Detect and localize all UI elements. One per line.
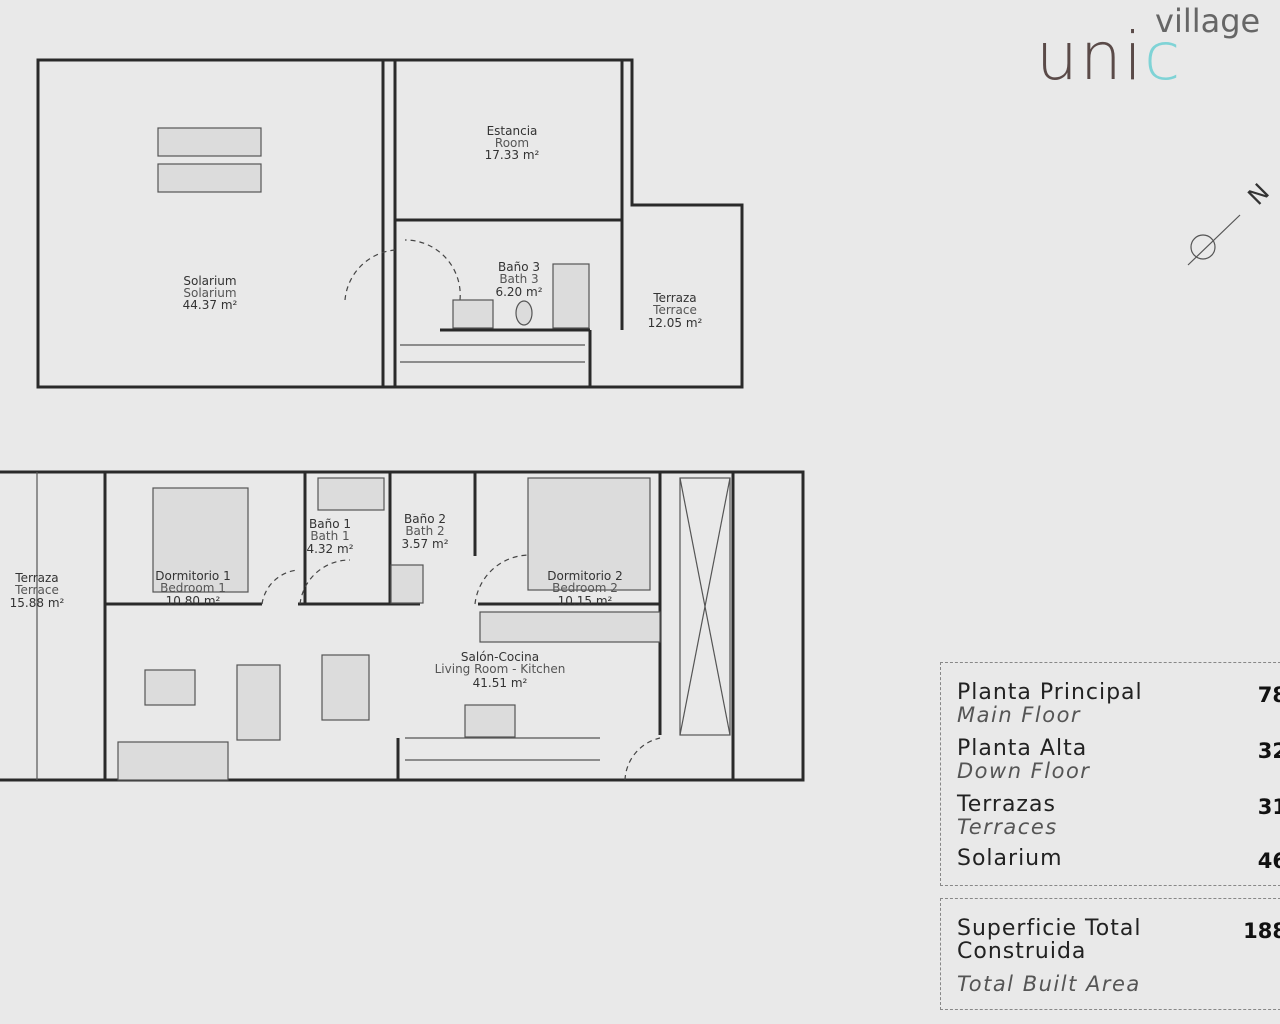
room-name-en: Room [495, 136, 529, 150]
room-name: Dormitorio 1 [155, 569, 230, 583]
summary-row: Planta Alta Down Floor 32 [957, 737, 1280, 783]
shower [390, 564, 424, 604]
room-name: Solarium [183, 274, 236, 288]
row-value: 32 [1257, 739, 1280, 763]
room-name-en: Bath 1 [310, 529, 349, 543]
upper-floor: Solarium Solarium 44.37 m² Estancia Room… [36, 58, 744, 389]
north-label: N [1242, 178, 1274, 210]
room-name: Dormitorio 2 [547, 569, 622, 583]
kitchen-counter [479, 611, 661, 643]
room-name: Baño 3 [498, 260, 540, 274]
logo-village: village [1155, 2, 1261, 40]
room-area: 10.80 m² [166, 594, 221, 608]
room-area: 12.05 m² [648, 316, 703, 330]
total-value: 188 [1243, 919, 1280, 943]
summary-row: Planta Principal Main Floor 78 [957, 681, 1280, 727]
sunbed [157, 127, 262, 157]
row-value: 46 [1257, 849, 1280, 873]
total-label-2: Construida [957, 939, 1087, 964]
room-name-en: Terrace [652, 303, 697, 317]
room-area: 6.20 m² [495, 285, 542, 299]
room-area: 4.32 m² [306, 542, 353, 556]
solarium-wall [36, 58, 385, 389]
sink [452, 299, 494, 329]
row-label: Planta Alta [957, 736, 1088, 761]
room-area: 15.88 m² [10, 596, 65, 610]
room-area: 44.37 m² [183, 298, 238, 312]
row-label-en: Main Floor [957, 703, 1082, 727]
room-name-en: Bedroom 2 [552, 581, 618, 595]
row-label-en: Terraces [957, 815, 1058, 839]
total-label-en: Total Built Area [957, 972, 1141, 996]
room-name: Estancia [487, 124, 538, 138]
row-label: Solarium [957, 846, 1063, 871]
room-name-en: Bath 2 [405, 524, 444, 538]
room-area: 41.51 m² [473, 676, 528, 690]
room-name: Baño 2 [404, 512, 446, 526]
area-summary: Planta Principal Main Floor 78 Planta Al… [940, 662, 1280, 886]
toilet [515, 300, 533, 326]
summary-row: Terrazas Terraces 31 [957, 793, 1280, 839]
total-label: Superficie Total [957, 916, 1142, 941]
total-row: Superficie Total Construida Total Built … [957, 917, 1280, 996]
room-name-en: Terrace [14, 583, 59, 597]
room-name: Baño 1 [309, 517, 351, 531]
row-label: Terrazas [957, 792, 1056, 817]
room-name-en: Bath 3 [499, 272, 538, 286]
sofa [117, 741, 229, 781]
armchair [236, 664, 281, 741]
room-area: 17.33 m² [485, 148, 540, 162]
room-name: Terraza [14, 571, 58, 585]
row-label-en: Down Floor [957, 759, 1091, 783]
logo-unic: unic [1036, 18, 1183, 95]
row-value: 31 [1257, 795, 1280, 819]
room-name-en: Living Room - Kitchen [435, 662, 566, 676]
shower [552, 263, 590, 329]
sunbed [157, 163, 262, 193]
bathtub [317, 477, 385, 511]
total-area: Superficie Total Construida Total Built … [940, 898, 1280, 1010]
room-name-en: Solarium [183, 286, 236, 300]
room-name-en: Bedroom 1 [160, 581, 226, 595]
row-value: 78 [1257, 683, 1280, 707]
room-name: Terraza [652, 291, 696, 305]
coffee-table [144, 669, 196, 706]
room-area: 3.57 m² [401, 537, 448, 551]
bed [152, 487, 249, 593]
row-label: Planta Principal [957, 680, 1143, 705]
compass-icon [1190, 234, 1216, 260]
summary-row: Solarium 46 [957, 846, 1280, 873]
kitchen-island [464, 704, 516, 738]
room-area: 10.15 m² [558, 594, 613, 608]
dining-table [321, 654, 370, 721]
main-floor: Terraza Terrace 15.88 m² Dormitorio 1 Be… [0, 470, 805, 782]
compass: N [1187, 178, 1275, 266]
bed [527, 477, 651, 591]
room-name: Salón-Cocina [461, 650, 539, 664]
